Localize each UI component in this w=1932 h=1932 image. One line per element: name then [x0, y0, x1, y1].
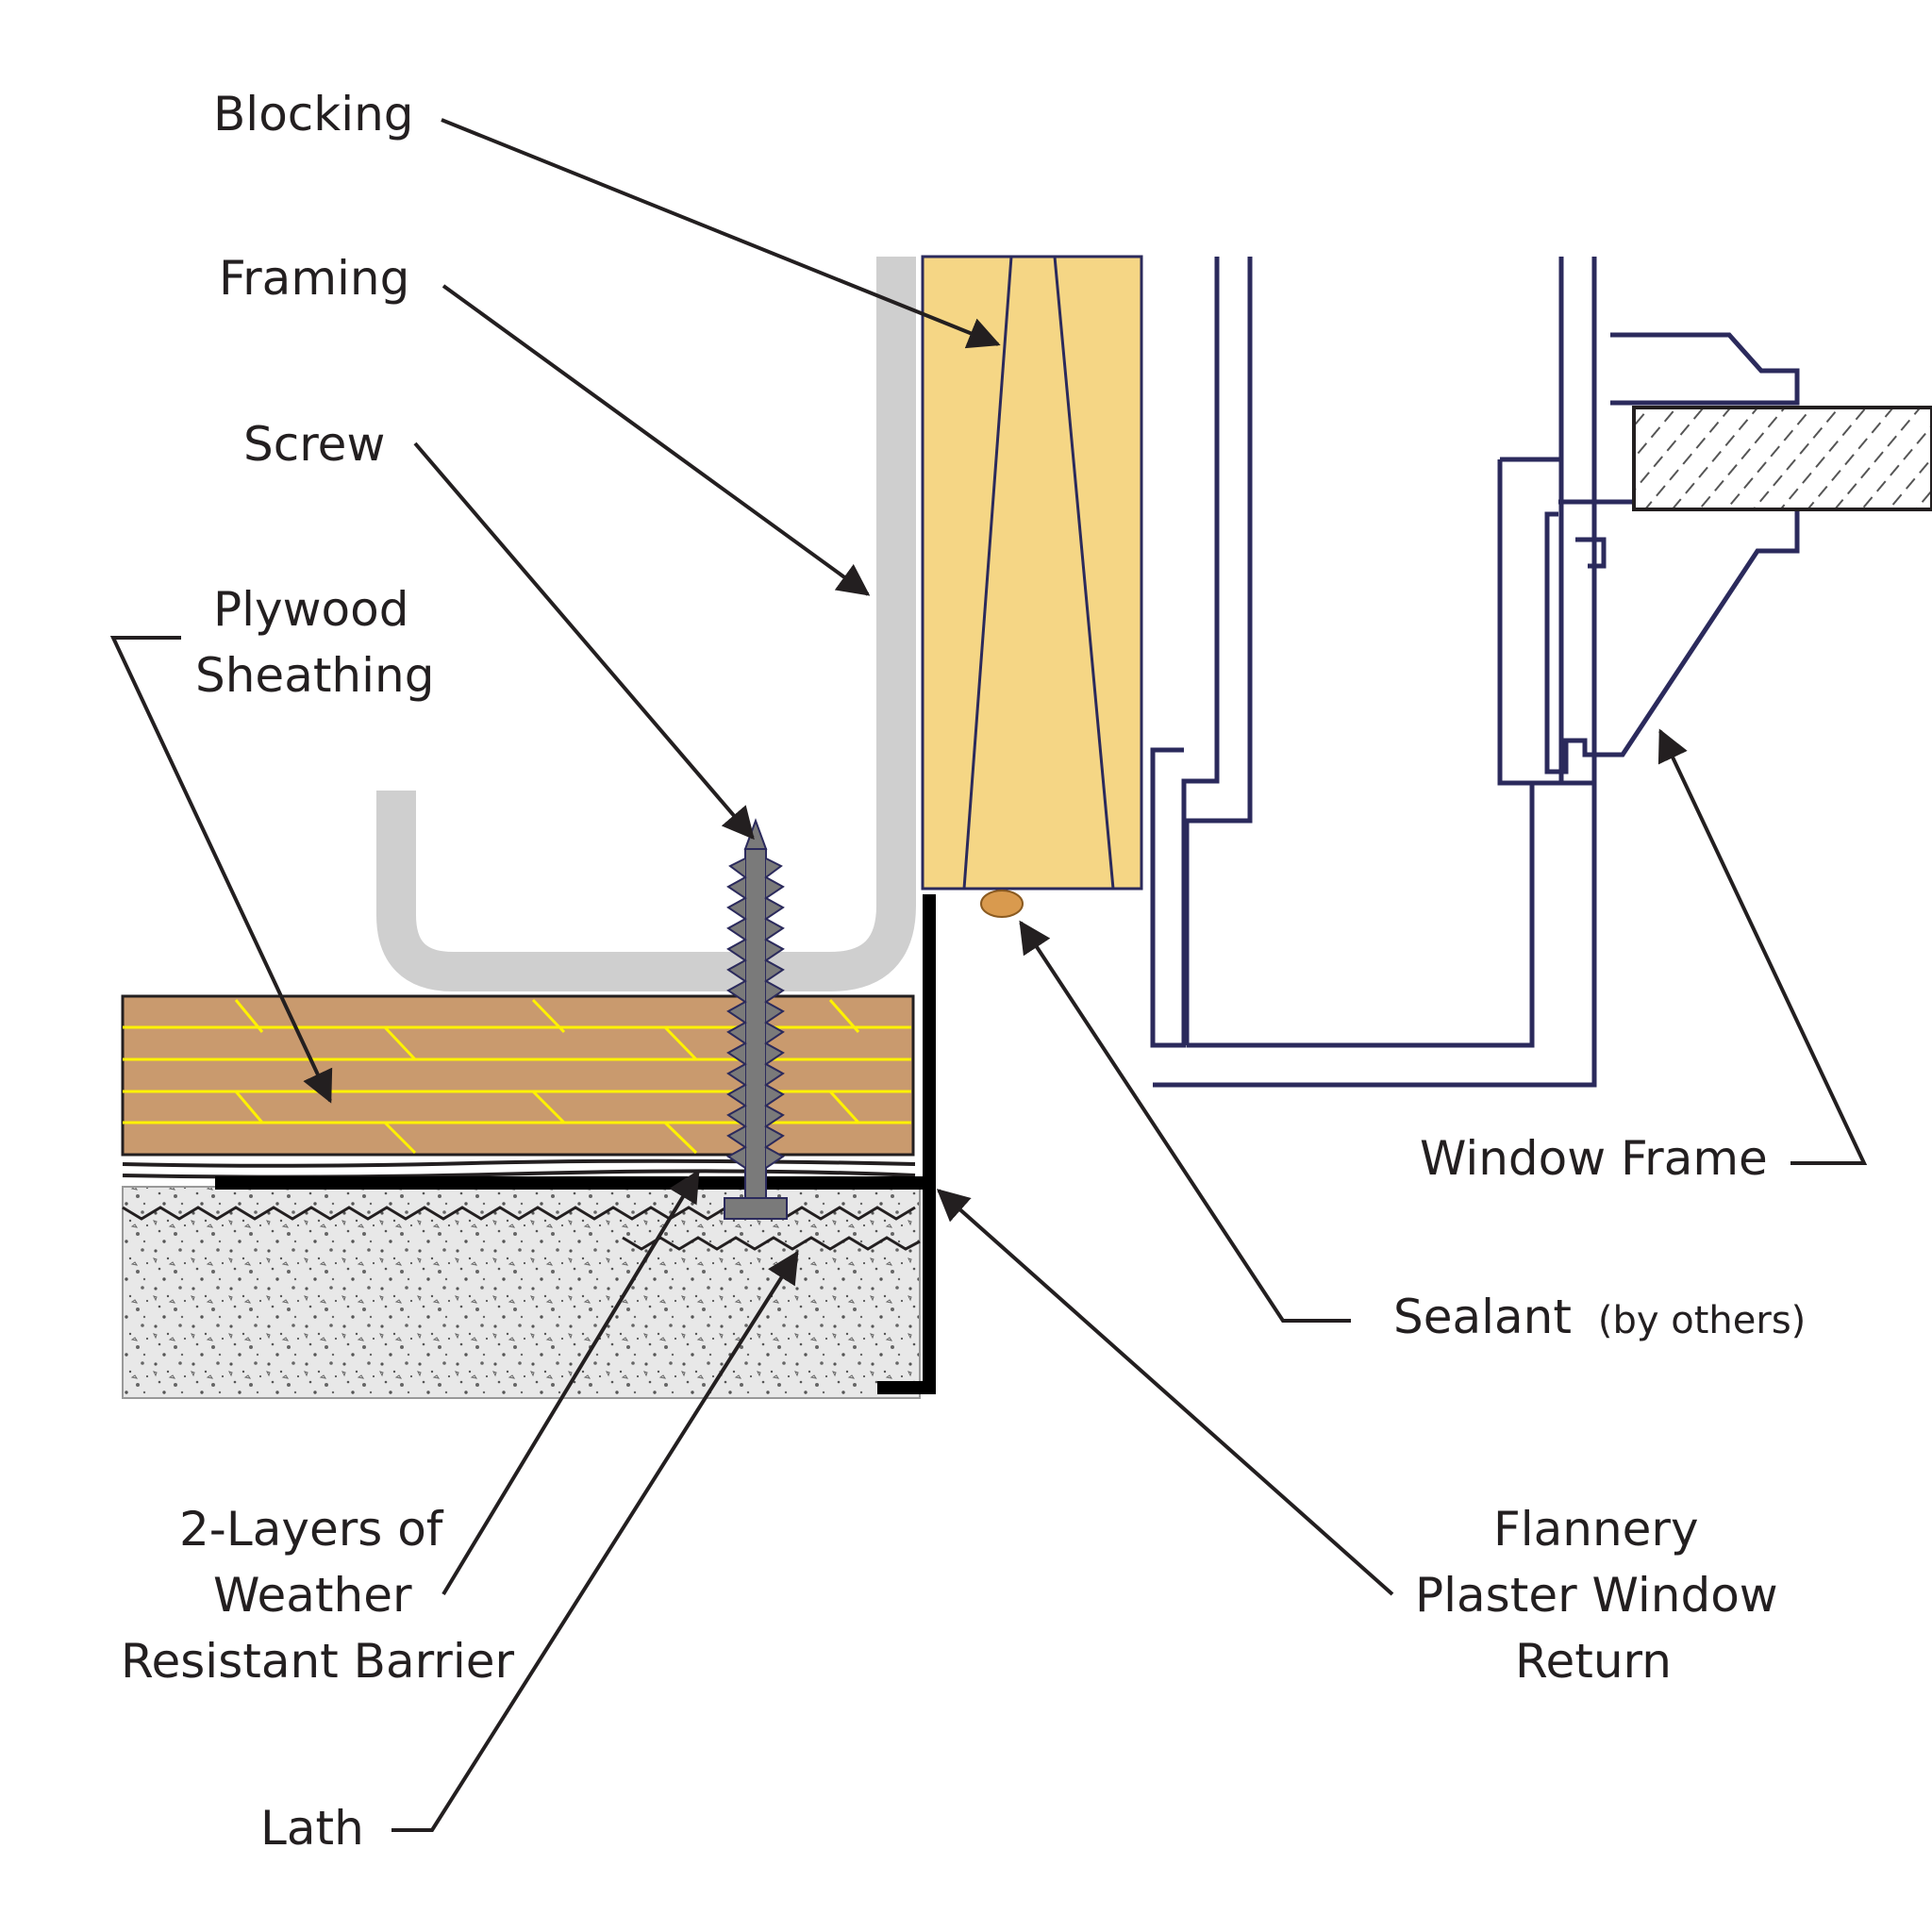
label-window-frame: Window Frame [1420, 1131, 1768, 1186]
label-sealant-note: (by others) [1598, 1299, 1806, 1342]
label-wrb-line1: 2-Layers of [179, 1502, 444, 1557]
window-frame [1150, 257, 1800, 1088]
label-return-line2: Plaster Window [1415, 1568, 1778, 1623]
plywood-sheathing [121, 994, 915, 1157]
label-return-line1: Flannery [1493, 1502, 1699, 1557]
label-lath: Lath [260, 1801, 364, 1856]
framing-stud [376, 257, 916, 991]
label-framing: Framing [219, 251, 409, 306]
glass-pane [1632, 406, 1932, 511]
blocking [921, 255, 1143, 891]
leader-sealant [1019, 920, 1351, 1323]
leader-screw [413, 441, 755, 841]
label-sealant: Sealant (by others) [1393, 1290, 1806, 1344]
weather-resistant-barrier [122, 1158, 916, 1179]
label-blocking: Blocking [213, 87, 414, 142]
plaster-window-return [215, 894, 936, 1394]
sealant-bead [980, 890, 1024, 918]
label-wrb-line2: Weather [213, 1568, 412, 1623]
leader-wrb [441, 1169, 700, 1596]
leader-framing [441, 284, 871, 596]
label-sealant-main: Sealant [1393, 1290, 1572, 1344]
plaster [122, 1186, 921, 1399]
leader-lines [109, 118, 1868, 1832]
screw [724, 818, 788, 1220]
leader-return [936, 1189, 1394, 1596]
leader-lath [391, 1250, 799, 1832]
label-plywood-line1: Plywood [213, 582, 408, 637]
leader-plywood [109, 636, 333, 1104]
label-screw: Screw [243, 417, 385, 472]
leader-window-frame [1657, 728, 1868, 1165]
label-return-line3: Return [1515, 1634, 1672, 1689]
label-wrb-line3: Resistant Barrier [121, 1634, 515, 1689]
leader-blocking [441, 118, 1001, 349]
label-plywood-line2: Sheathing [195, 648, 434, 703]
